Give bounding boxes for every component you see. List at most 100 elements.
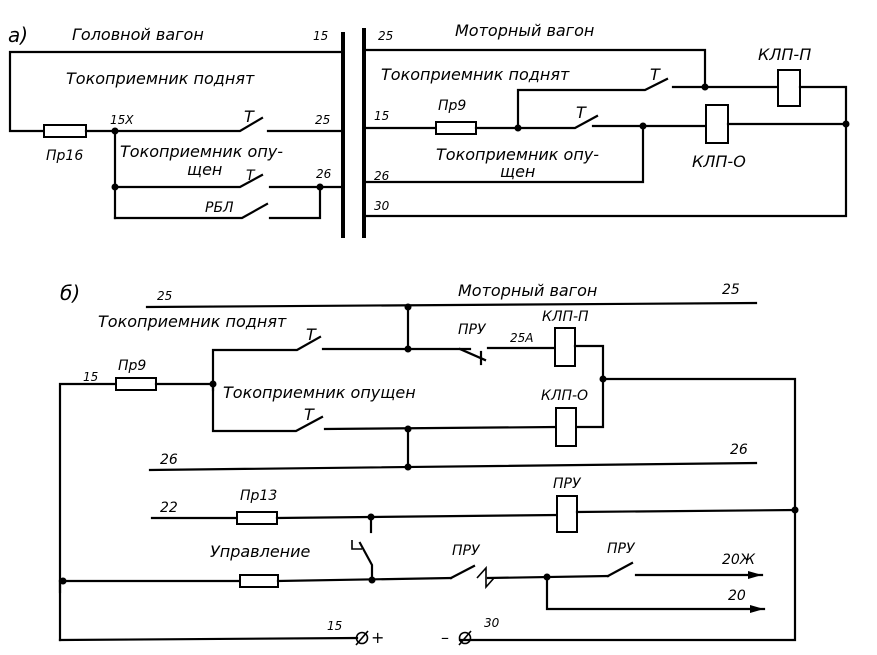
head-wire-26-label: 26 — [316, 167, 332, 181]
motor-wire-15-label: 15 — [374, 109, 389, 123]
b-wire-15 — [58, 382, 118, 594]
head-contact-rbl — [113, 202, 269, 220]
b-coil-klp-p — [554, 327, 576, 367]
b-coil-klp-p-label: КЛП-П — [542, 309, 589, 325]
b-node-control-2 — [368, 576, 376, 584]
motor-switch-raised-icon: T — [650, 65, 661, 84]
motor-wire-30-label: 30 — [374, 199, 390, 213]
b-wire-25 — [145, 301, 758, 309]
b-node-return — [599, 375, 607, 383]
head-switch-raised-icon: T — [244, 107, 255, 126]
b-fuse-pr9-label: Пр9 — [118, 358, 146, 374]
b-contact-pru-2 — [449, 564, 476, 580]
b-wire-26 — [148, 461, 758, 472]
b-wire-26-right-label: 26 — [730, 442, 748, 458]
b-switch-lowered-icon: T — [304, 405, 315, 424]
b-wire-to-klp-o — [323, 425, 558, 431]
b-coil-pru-return — [575, 508, 797, 514]
head-fuse-label: Пр16 — [46, 148, 83, 164]
motor-fuse-pr9 — [435, 121, 477, 135]
head-fuse-pr16 — [43, 124, 87, 138]
b-label-raised: Токоприемник поднят — [98, 312, 287, 331]
b-contact-pru-3 — [606, 561, 634, 578]
part-a-label: а) — [8, 23, 28, 47]
motor-label-lowered-1: Токоприемник опу- — [436, 145, 599, 164]
head-switch-lowered — [113, 173, 264, 189]
b-node-control — [59, 577, 67, 585]
b-out-20-wire — [545, 575, 766, 611]
b-terminal-plus-wire-label: 15 — [327, 619, 342, 633]
b-terminal-minus-wire-label: 30 — [484, 616, 500, 630]
head-switch-raised — [113, 116, 264, 133]
b-switch-lowered — [211, 382, 324, 433]
head-wire-15-loop — [8, 50, 345, 133]
b-terminal-minus-slash — [458, 630, 472, 646]
motor-coil-klp-p-label: КЛП-П — [758, 45, 811, 64]
b-fuse-control — [239, 574, 279, 588]
b-wire-control-out — [276, 576, 453, 583]
motor-fuse-label: Пр9 — [438, 98, 466, 114]
head-wire-15: 15 — [313, 29, 328, 43]
b-out-20zh-label: 20Ж — [722, 552, 756, 568]
b-wire-22-label: 22 — [160, 500, 178, 516]
b-control-button-icon — [351, 540, 362, 550]
motor-wire-30 — [362, 85, 848, 218]
motor-node-1 — [514, 124, 522, 132]
motor-coil-klp-p — [777, 69, 801, 107]
b-wire-25a-label: 25А — [510, 331, 533, 345]
b-wire-15-label: 15 — [83, 370, 98, 384]
b-wire-to-pru-coil — [275, 513, 559, 520]
b-contact-pru-2-label: ПРУ — [452, 543, 481, 559]
b-fuse-pr9 — [115, 377, 157, 391]
b-coil-klp-o — [555, 407, 577, 447]
b-label-lowered: Токоприемник опущен — [223, 383, 416, 402]
b-terminal-plus-icon — [355, 631, 369, 645]
motor-wire-26-label: 26 — [374, 169, 390, 183]
b-contact-pru-3-label: ПРУ — [607, 541, 636, 557]
b-out-20-arrow-icon — [750, 605, 764, 613]
motor-coil-klp-o-label: КЛП-О — [692, 152, 746, 171]
motor-switch-raised — [516, 77, 669, 130]
b-coil-pru — [556, 495, 578, 533]
b-coil-pru-label: ПРУ — [553, 476, 582, 492]
head-rbl-label: РБЛ — [205, 200, 234, 216]
b-coil-klp-o-label: КЛП-О — [541, 388, 588, 404]
head-car-title: Головной вагон — [72, 25, 204, 44]
motor-switch-lowered-icon: T — [576, 103, 587, 122]
b-terminal-plus-slash — [355, 630, 369, 646]
b-fuse-pr13 — [236, 511, 278, 525]
motor-node-klp-p — [701, 83, 709, 91]
b-terminal-plus-sign: + — [371, 628, 384, 647]
head-label-lowered-2: щен — [187, 160, 222, 179]
b-terminal-minus-sign: – — [441, 628, 449, 647]
motor-label-raised: Токоприемник поднят — [381, 65, 570, 84]
head-label-lowered-1: Токоприемник опу- — [120, 142, 283, 161]
b-wire-25-left-label: 25 — [157, 289, 172, 303]
b-wire-25-right-label: 25 — [722, 282, 740, 298]
head-label-raised: Токоприемник поднят — [66, 69, 255, 88]
b-node-top-1 — [404, 303, 412, 311]
b-coil-return — [573, 344, 605, 429]
head-switch-lowered-icon: T — [246, 168, 256, 184]
b-node-top-2 — [404, 345, 412, 353]
b-contact-pru-1-label: ПРУ — [458, 322, 487, 338]
b-control-button — [358, 541, 374, 582]
part-b-label: б) — [60, 281, 80, 305]
motor-wire-25-label: 25 — [378, 29, 393, 43]
b-title: Моторный вагон — [458, 281, 597, 300]
motor-wire-25 — [362, 48, 707, 89]
motor-switch-lowered — [474, 114, 599, 130]
motor-car-title: Моторный вагон — [455, 21, 594, 40]
motor-label-lowered-2: щен — [500, 162, 535, 181]
b-terminal-minus-icon — [458, 631, 472, 645]
b-out-20-label: 20 — [728, 588, 746, 604]
motor-coil-klp-o — [705, 104, 729, 144]
head-wire-25-label: 25 — [315, 113, 330, 127]
b-fuse-pr13-label: Пр13 — [240, 488, 277, 504]
b-wire-plus — [58, 636, 359, 642]
b-control-label: Управление — [210, 542, 311, 561]
b-switch-raised — [211, 335, 322, 392]
b-switch-raised-icon: T — [306, 325, 317, 344]
b-wire-26-left-label: 26 — [160, 452, 178, 468]
